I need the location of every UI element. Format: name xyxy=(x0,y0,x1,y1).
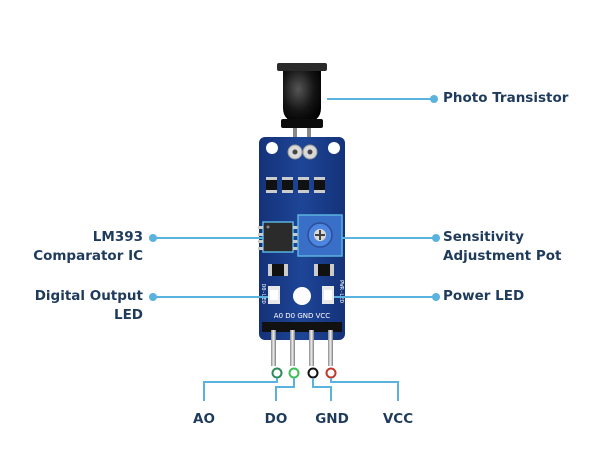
label-pin-gnd: GND xyxy=(315,411,349,427)
pcb-board: D0-LED PWR-LED A0 D0 GND VCC xyxy=(258,137,345,340)
label-lm393-line2: Comparator IC xyxy=(33,248,143,264)
pin-gnd-marker xyxy=(307,367,319,379)
sensitivity-potentiometer xyxy=(297,214,343,257)
pwr-led-board-mark: PWR-LED xyxy=(338,280,344,303)
label-sensitivity-line1: Sensitivity xyxy=(443,229,524,245)
callout-lines xyxy=(156,98,433,401)
smd-resistors xyxy=(266,177,325,193)
label-power-led: Power LED xyxy=(443,288,525,304)
photo-transistor xyxy=(277,63,327,148)
pin-ao-marker xyxy=(271,367,283,379)
label-photo-transistor: Photo Transistor xyxy=(443,90,569,106)
label-sensitivity-line2: Adjustment Pot xyxy=(443,248,562,264)
label-digital-output-line2: LED xyxy=(113,307,143,323)
label-sensitivity-pot: Sensitivity Adjustment Pot xyxy=(443,228,561,266)
lm393-ic xyxy=(258,221,298,253)
digital-output-led xyxy=(268,286,280,304)
label-pin-do: DO xyxy=(264,411,288,427)
pin-vcc-marker xyxy=(325,367,337,379)
label-lm393: LM393 Comparator IC xyxy=(20,228,143,266)
label-digital-output-led: Digital Output LED xyxy=(20,287,143,325)
pin-do-marker xyxy=(288,367,300,379)
label-pin-ao: AO xyxy=(193,411,215,427)
label-pin-vcc: VCC xyxy=(382,411,414,427)
header-pins xyxy=(262,322,342,366)
label-lm393-line1: LM393 xyxy=(92,229,143,245)
pin-row-board-mark: A0 D0 GND VCC xyxy=(274,312,330,320)
power-led xyxy=(322,286,334,304)
label-digital-output-line1: Digital Output xyxy=(34,288,143,304)
do-led-board-mark: D0-LED xyxy=(260,284,266,304)
